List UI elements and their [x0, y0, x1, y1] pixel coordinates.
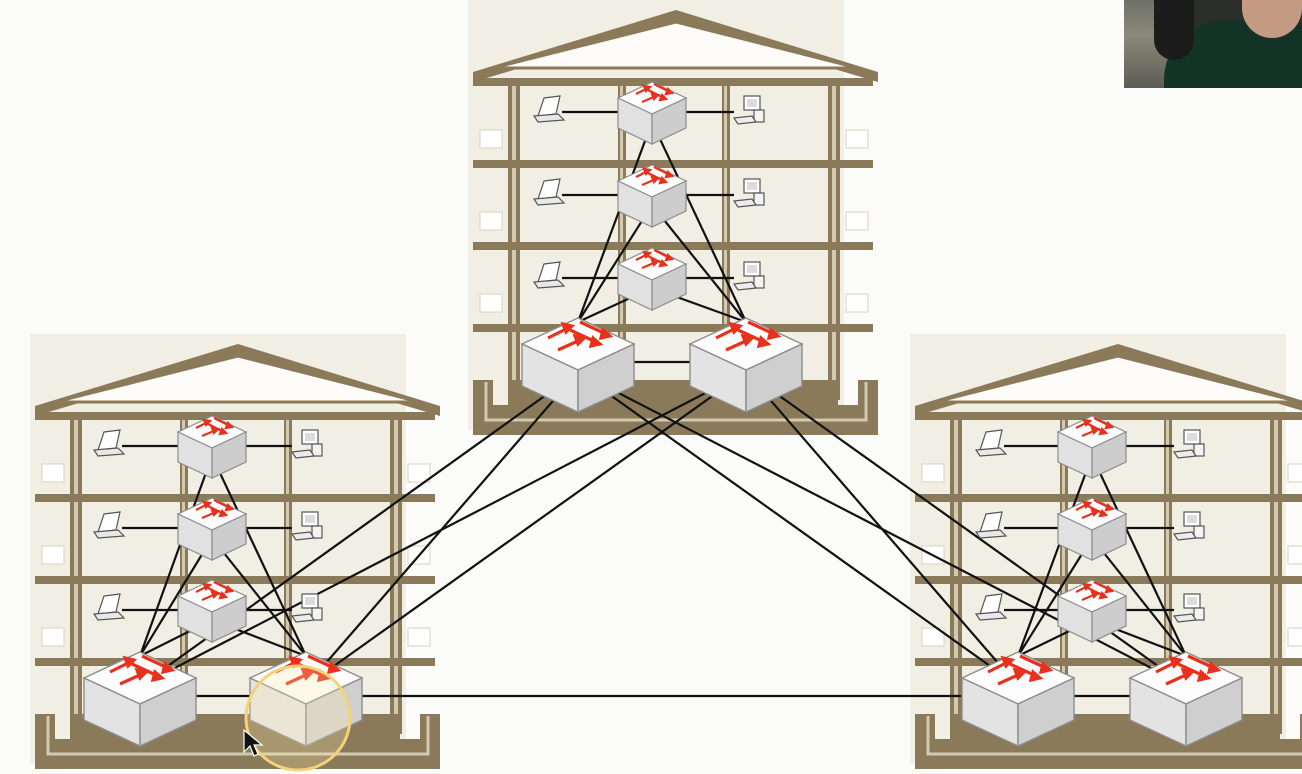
uplink-link [211, 537, 307, 657]
uplink-link [651, 121, 747, 323]
uplink-link [651, 204, 747, 323]
core-link [577, 371, 1019, 687]
core-link [305, 371, 747, 687]
uplink-link [1017, 537, 1093, 657]
uplink-link [211, 455, 307, 657]
uplink-link [138, 455, 214, 657]
uplink-link [1016, 455, 1094, 657]
uplink-link [139, 537, 213, 657]
uplink-link [576, 121, 654, 323]
core-link [745, 371, 1187, 687]
uplink-link [1091, 537, 1187, 657]
presenter-webcam [1124, 0, 1302, 88]
core-link [139, 371, 747, 687]
core-link [745, 371, 1019, 687]
uplink-link [1091, 455, 1187, 657]
uplink-link [577, 204, 653, 323]
click-highlight [244, 664, 352, 772]
